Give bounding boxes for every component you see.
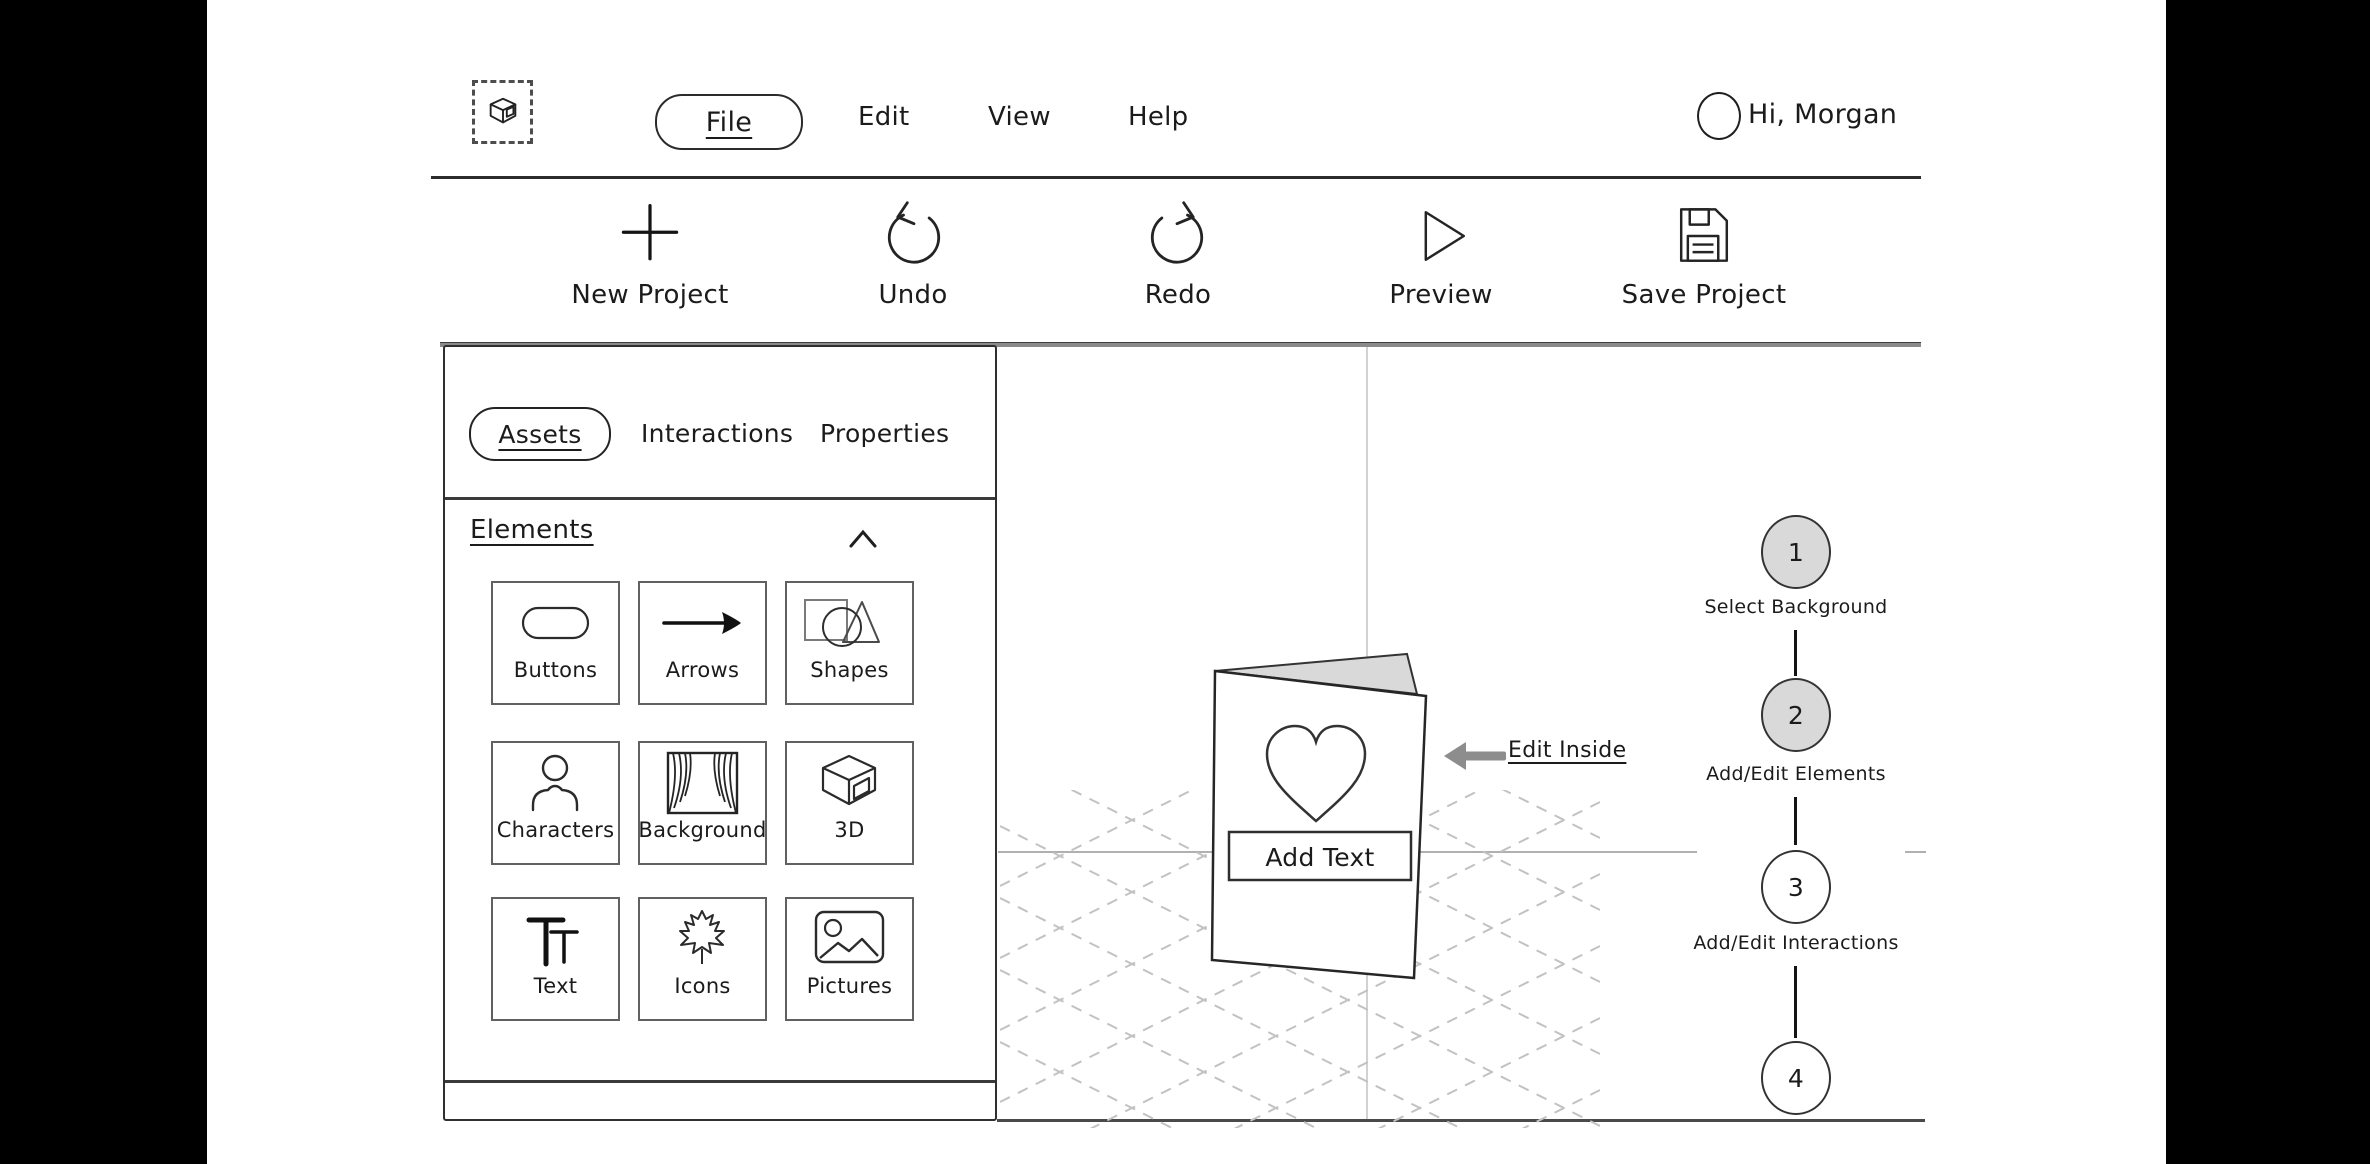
- tab-assets-label: Assets: [498, 419, 582, 449]
- preview-button[interactable]: Preview: [1341, 198, 1541, 316]
- step-2-number: 2: [1787, 700, 1805, 730]
- edit-inside-link[interactable]: Edit Inside: [1508, 738, 1627, 763]
- step-3-number: 3: [1787, 872, 1805, 902]
- card-front-face: [1210, 669, 1428, 980]
- asset-tile-background[interactable]: Background: [638, 741, 767, 865]
- step-4-circle[interactable]: 4: [1761, 1041, 1831, 1115]
- tile-label: 3D: [834, 818, 865, 842]
- asset-tile-pictures[interactable]: Pictures: [785, 897, 914, 1021]
- asset-tile-arrows[interactable]: Arrows: [638, 581, 767, 705]
- tab-assets[interactable]: Assets: [469, 407, 611, 461]
- asset-tile-text[interactable]: Text: [491, 897, 620, 1021]
- undo-label: Undo: [878, 280, 948, 310]
- step-connector: [1794, 630, 1797, 676]
- person-icon: [491, 743, 620, 816]
- play-icon: [1403, 198, 1479, 274]
- new-project-label: New Project: [571, 280, 729, 310]
- step-3-label: Add/Edit Interactions: [1693, 932, 1899, 954]
- asset-tile-characters[interactable]: Characters: [491, 741, 620, 865]
- add-text-button[interactable]: [1227, 830, 1413, 882]
- sidebar-panel: Assets Interactions Properties Elements …: [443, 345, 997, 1121]
- cube-logo-icon: [484, 93, 522, 131]
- curtains-icon: [638, 743, 767, 816]
- menu-item-help[interactable]: Help: [1128, 102, 1189, 132]
- menu-item-file[interactable]: File: [655, 94, 803, 150]
- maple-leaf-icon: [638, 899, 767, 972]
- redo-label: Redo: [1144, 280, 1212, 310]
- chevron-up-icon[interactable]: [847, 527, 879, 551]
- floppy-disk-icon: [1666, 198, 1742, 274]
- tile-label: Shapes: [810, 658, 889, 682]
- redo-button[interactable]: Redo: [1078, 198, 1278, 316]
- plus-icon: [612, 198, 688, 274]
- canvas-bottom-border: [997, 1119, 1925, 1122]
- add-text-label: Add Text: [1265, 843, 1374, 872]
- step-1-circle[interactable]: 1: [1761, 515, 1831, 589]
- step-1-number: 1: [1787, 537, 1805, 567]
- menu-item-edit[interactable]: Edit: [858, 102, 910, 132]
- panel-footer-divider: [445, 1080, 995, 1083]
- step-connector: [1794, 966, 1797, 1038]
- undo-icon: [875, 198, 951, 274]
- card-object[interactable]: Add Text: [1180, 630, 1520, 990]
- menu-divider: [431, 176, 1921, 179]
- heart-icon: [1265, 724, 1367, 823]
- step-1-label: Select Background: [1704, 596, 1888, 618]
- user-greeting: Hi, Morgan: [1748, 99, 1898, 130]
- asset-tile-shapes[interactable]: Shapes: [785, 581, 914, 705]
- tab-interactions[interactable]: Interactions: [641, 419, 794, 448]
- pill-button-icon: [491, 583, 620, 656]
- canvas-guide-horizontal-right: [1905, 851, 1926, 853]
- step-4-number: 4: [1787, 1063, 1805, 1093]
- tile-label: Icons: [674, 974, 731, 998]
- picture-icon: [785, 899, 914, 972]
- asset-tile-3d[interactable]: 3D: [785, 741, 914, 865]
- new-project-button[interactable]: New Project: [550, 198, 750, 316]
- cube-icon: [785, 743, 914, 816]
- tile-label: Arrows: [665, 658, 740, 682]
- tile-label: Buttons: [513, 658, 598, 682]
- step-2-circle[interactable]: 2: [1761, 678, 1831, 752]
- asset-tile-icons[interactable]: Icons: [638, 897, 767, 1021]
- tile-label: Text: [533, 974, 578, 998]
- save-project-button[interactable]: Save Project: [1604, 198, 1804, 316]
- tile-label: Characters: [496, 818, 615, 842]
- arrow-left-icon: [1442, 738, 1508, 774]
- step-connector: [1794, 797, 1797, 845]
- toolbar-divider: [440, 342, 1921, 347]
- menu-item-file-label: File: [705, 106, 753, 138]
- elements-section-header[interactable]: Elements: [470, 515, 594, 545]
- shapes-icon: [785, 583, 914, 656]
- tab-properties[interactable]: Properties: [820, 419, 950, 448]
- app-logo[interactable]: [472, 80, 533, 144]
- save-project-label: Save Project: [1621, 280, 1787, 310]
- text-tt-icon: [491, 899, 620, 972]
- user-avatar[interactable]: [1697, 92, 1741, 140]
- preview-label: Preview: [1389, 280, 1493, 310]
- asset-tile-buttons[interactable]: Buttons: [491, 581, 620, 705]
- panel-divider: [445, 497, 995, 500]
- redo-icon: [1140, 198, 1216, 274]
- step-2-label: Add/Edit Elements: [1706, 763, 1886, 785]
- tile-label: Pictures: [806, 974, 893, 998]
- tile-label: Background: [638, 818, 767, 842]
- undo-button[interactable]: Undo: [813, 198, 1013, 316]
- menu-item-view[interactable]: View: [988, 102, 1051, 132]
- step-3-circle[interactable]: 3: [1761, 850, 1831, 924]
- arrow-right-icon: [638, 583, 767, 656]
